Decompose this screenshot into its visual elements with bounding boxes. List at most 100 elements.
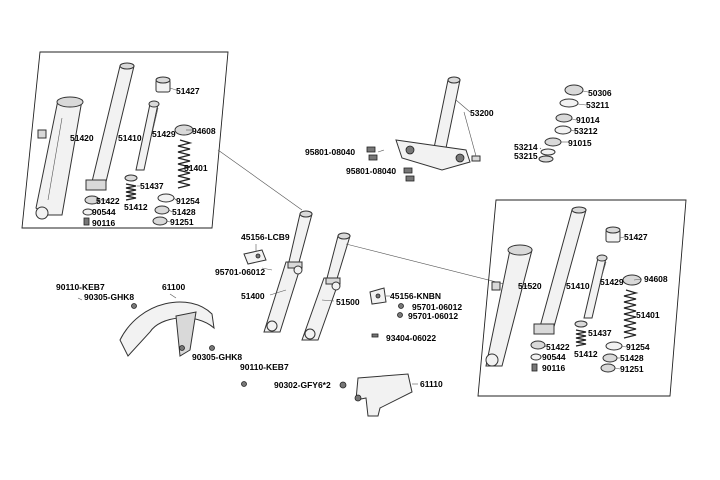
label-90305-ghk8-lower: 90305-GHK8: [192, 352, 242, 362]
label-51410-right: 51410: [566, 281, 590, 291]
label-91254-right: 91254: [626, 342, 650, 352]
cap-51427-right: [605, 226, 621, 243]
label-90110-keb7-upper: 90110-KEB7: [56, 282, 105, 292]
fork-leg-51400: [263, 210, 313, 333]
spring-51401-right: [623, 289, 639, 339]
label-51429-right: 51429: [600, 277, 624, 287]
part-number-labels: 51427 51420 51410 51429 94608 51401 5143…: [56, 86, 668, 390]
seal-51422-right: [530, 340, 546, 350]
label-90305-ghk8-upper: 90305-GHK8: [84, 292, 134, 302]
steering-stem-group: [366, 76, 481, 182]
washer-51428: [154, 205, 170, 215]
label-51422-right: 51422: [546, 342, 570, 352]
label-90544-left: 90544: [92, 207, 116, 217]
inner-tube-51410-right: [533, 206, 587, 335]
label-95801-08040-upper: 95801-08040: [305, 147, 355, 157]
right-detail-frame: [477, 199, 687, 397]
bearing-set-group: [538, 84, 589, 163]
label-90110-keb7-lower: 90110-KEB7: [240, 362, 289, 372]
outer-tube-51520: [485, 244, 533, 367]
spring-51401: [177, 139, 193, 189]
label-53215: 53215: [514, 151, 538, 161]
bolt-90116: [83, 217, 90, 226]
right-fork-detail-group: [477, 199, 687, 397]
ring-94608-right: [622, 274, 642, 286]
label-95701-06012-a: 95701-06012: [215, 267, 265, 277]
washer-90544-right: [530, 353, 542, 361]
label-51420: 51420: [70, 133, 94, 143]
label-53212: 53212: [574, 126, 598, 136]
bolt-93404-06022: [371, 333, 379, 338]
bolt-95701-06012-b: [398, 303, 404, 309]
label-51437-right: 51437: [588, 328, 612, 338]
label-51410-left: 51410: [118, 133, 142, 143]
label-51412-left: 51412: [124, 202, 148, 212]
label-95801-08040-lower: 95801-08040: [346, 166, 396, 176]
label-51401-right: 51401: [636, 310, 660, 320]
label-90544-right: 90544: [542, 352, 566, 362]
cap-51427: [155, 76, 171, 93]
label-51412-right: 51412: [574, 349, 598, 359]
label-91251-right: 91251: [620, 364, 644, 374]
race-53212: [554, 125, 572, 135]
ring-94608: [174, 124, 194, 136]
race-53214: [540, 148, 556, 156]
fork-leg-51500: [301, 232, 351, 341]
rod-51429-right: [583, 254, 608, 319]
label-95701-06012-c: 95701-06012: [408, 311, 458, 321]
seal-91251-right: [600, 363, 616, 373]
label-91015: 91015: [568, 138, 592, 148]
label-94608-left: 94608: [192, 126, 216, 136]
label-51437-left: 51437: [140, 181, 164, 191]
bracket-45156-lcb9: [243, 244, 273, 271]
left-fork-detail-group: [21, 51, 229, 229]
inner-tube-51410: [85, 62, 135, 191]
clip-91254: [157, 193, 175, 203]
label-51428-left: 51428: [172, 207, 196, 217]
left-detail-frame: [21, 51, 229, 229]
label-51520: 51520: [518, 281, 542, 291]
label-91254-left: 91254: [176, 196, 200, 206]
label-51429-left: 51429: [152, 129, 176, 139]
race-53215: [538, 155, 554, 163]
label-94608-right: 94608: [644, 274, 668, 284]
race-53211: [559, 98, 579, 108]
clip-91254-right: [605, 341, 623, 351]
label-91251-left: 91251: [170, 217, 194, 227]
label-51400: 51400: [241, 291, 265, 301]
label-90116-left: 90116: [92, 218, 115, 228]
spring-51437-right: [575, 329, 587, 347]
label-90116-right: 90116: [542, 363, 565, 373]
bearing-91015: [544, 137, 562, 147]
bearing-91014: [555, 113, 573, 123]
left-detail-leader: [217, 149, 303, 211]
label-51428-right: 51428: [620, 353, 644, 363]
label-51427-right: 51427: [624, 232, 648, 242]
label-53200: 53200: [470, 108, 494, 118]
label-91014: 91014: [576, 115, 600, 125]
label-50306: 50306: [588, 88, 612, 98]
bolt-95801-08040-lower: [403, 167, 415, 182]
outer-tube-51420: [35, 96, 84, 220]
label-61110: 61110: [420, 379, 443, 389]
label-61100: 61100: [162, 282, 185, 292]
right-detail-leader: [345, 243, 521, 289]
label-45156-knbn: 45156-KNBN: [390, 291, 441, 301]
screw-90302-gfy6: [339, 381, 347, 389]
label-93404-06022: 93404-06022: [386, 333, 436, 343]
steering-stem-53200: [395, 76, 481, 171]
washer-51428-right: [602, 353, 618, 363]
front-fender-61100: [77, 293, 247, 387]
inner-mudguard-61110: [339, 373, 418, 417]
label-51427-left: 51427: [176, 86, 200, 96]
label-53211: 53211: [586, 100, 609, 110]
washer-51437: [124, 174, 138, 182]
label-53214: 53214: [514, 142, 538, 152]
seal-91251: [152, 216, 168, 226]
label-51401-left: 51401: [184, 163, 208, 173]
label-51500: 51500: [336, 297, 360, 307]
bracket-45156-knbn: [369, 287, 390, 305]
bolt-95701-06012-c: [397, 312, 403, 318]
bolt-90116-right: [531, 363, 538, 372]
